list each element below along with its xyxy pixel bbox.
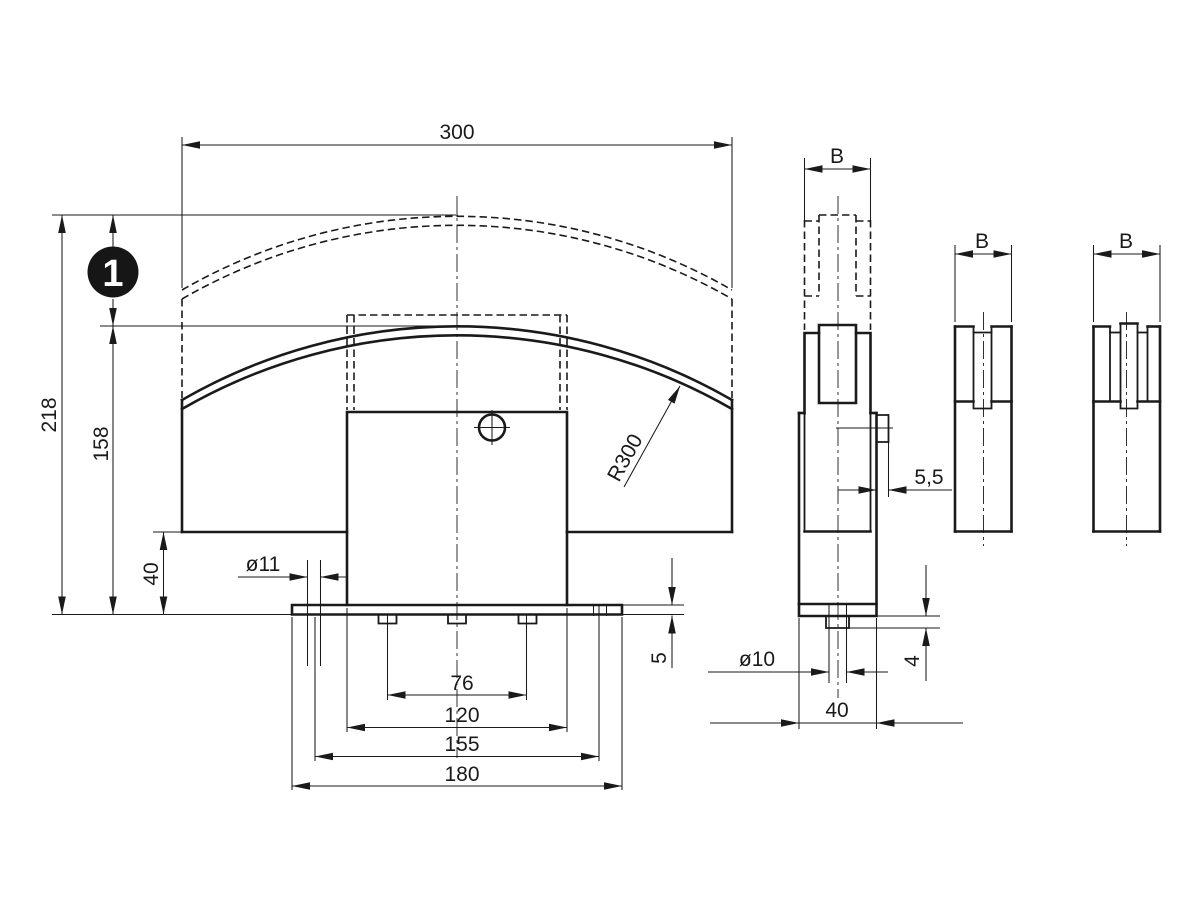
side-stud (825, 615, 850, 629)
right-plate-outline (854, 331, 872, 415)
dim-label-4: 4 (901, 655, 924, 667)
balloon-number: 1 (102, 253, 123, 295)
dim-label-40: 40 (140, 562, 163, 585)
dim-label-b1: B (830, 145, 844, 168)
dim-label-76: 76 (450, 672, 473, 695)
balloon-marker (87, 246, 139, 298)
dim-158: 158 (90, 326, 117, 615)
dim-4: 4 (849, 565, 940, 681)
dim-hole-10: ø10 (708, 648, 888, 676)
dim-label-o11: ø11 (246, 553, 281, 576)
raised-outer-arc (181, 215, 733, 291)
dim-label-218: 218 (38, 397, 61, 432)
stud-center (447, 613, 467, 625)
side-raised-outline (803, 214, 872, 330)
stud-right (517, 613, 538, 625)
dim-b-variant3: B (1092, 230, 1161, 322)
left-plate-outline (803, 331, 821, 415)
front-view: 300 218 1 158 40 (38, 121, 734, 790)
profile-variant-3: B (1092, 230, 1162, 546)
dim-218: 218 (38, 215, 66, 615)
v3-tongue-tip (1119, 400, 1139, 410)
dim-40-side: 40 (710, 618, 963, 729)
dim-b-variant2: B (954, 230, 1013, 322)
dim-label-r300: R300 (603, 430, 647, 485)
dim-b-side: B (803, 145, 872, 224)
balloon-dim: 1 (87, 215, 139, 326)
profile-variant-2: B (953, 230, 1013, 546)
tongue-outline (817, 323, 858, 405)
dim-300: 300 (181, 121, 733, 288)
dim-label-158: 158 (90, 426, 113, 461)
dim-label-o10: ø10 (739, 648, 775, 671)
dim-label-5: 5 (648, 652, 671, 664)
dim-label-120: 120 (444, 704, 479, 727)
dim-label-b3: B (1119, 230, 1133, 253)
dim-40-front: 40 (140, 532, 168, 615)
dim-label-5-5: 5,5 (914, 466, 943, 489)
side-clamp-body (797, 411, 893, 606)
dim-plate-5: 5 (622, 558, 684, 668)
dim-r300: R300 (603, 385, 681, 488)
side-profile-section (803, 323, 872, 415)
side-view: B 5,5 ø10 4 40 (708, 145, 963, 729)
bottom-dim-chain: 76 120 155 180 (291, 605, 623, 790)
dim-hole-11: ø11 (238, 553, 347, 581)
dim-label-b2: B (975, 230, 989, 253)
dim-label-155: 155 (444, 733, 479, 756)
radius-leader (623, 385, 681, 488)
dim-5-5: 5,5 (838, 442, 952, 497)
dim-label-300: 300 (439, 121, 474, 144)
dim-label-40-side: 40 (825, 699, 848, 722)
v2-tongue-tip (972, 400, 993, 410)
dim-label-180: 180 (444, 763, 479, 786)
